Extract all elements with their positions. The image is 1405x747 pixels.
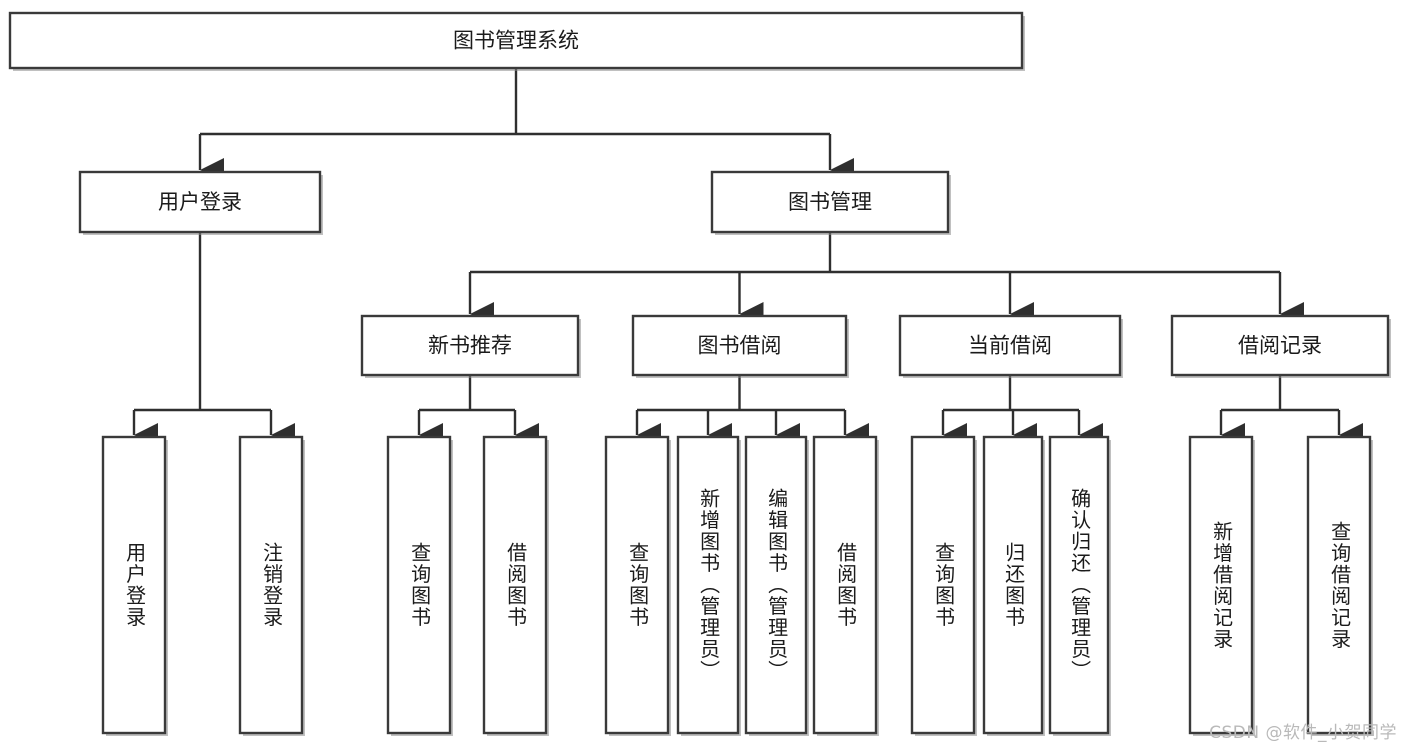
level2-node-label: 新书推荐: [428, 334, 512, 358]
leaf-node-8[interactable]: [910, 435, 976, 735]
connector-layer: [132, 68, 1363, 447]
leaf-node-4[interactable]: [604, 435, 670, 735]
leaf-node-6[interactable]: [744, 435, 808, 735]
root-node-label: 图书管理系统: [453, 29, 579, 53]
leaf-node-11[interactable]: [1188, 435, 1254, 735]
leaf-node-2[interactable]: [386, 435, 452, 735]
leaf-node-7[interactable]: [812, 435, 878, 735]
leaf-node-1[interactable]: [238, 435, 304, 735]
leaf-node-12[interactable]: [1306, 435, 1372, 735]
root-node-0[interactable]: [8, 11, 1024, 70]
level2-node-label: 借阅记录: [1238, 334, 1322, 358]
leaf-node-10[interactable]: [1048, 435, 1110, 735]
node-box-layer: [8, 11, 1391, 736]
level1-node-1[interactable]: [710, 170, 950, 234]
level1-node-0[interactable]: [78, 170, 322, 234]
level2-node-2[interactable]: [898, 314, 1122, 377]
leaf-node-9[interactable]: [982, 435, 1044, 735]
level1-node-label: 用户登录: [158, 190, 242, 214]
csdn-watermark: CSDN @软件_小贺同学: [1209, 723, 1397, 743]
leaf-node-0[interactable]: [101, 435, 167, 735]
level2-node-label: 当前借阅: [968, 334, 1052, 358]
level2-node-3[interactable]: [1170, 314, 1390, 377]
level2-node-1[interactable]: [631, 314, 848, 377]
leaf-node-5[interactable]: [676, 435, 740, 735]
level2-node-label: 图书借阅: [698, 334, 782, 358]
level1-node-label: 图书管理: [788, 190, 872, 214]
leaf-node-3[interactable]: [482, 435, 548, 735]
level2-node-0[interactable]: [360, 314, 580, 377]
